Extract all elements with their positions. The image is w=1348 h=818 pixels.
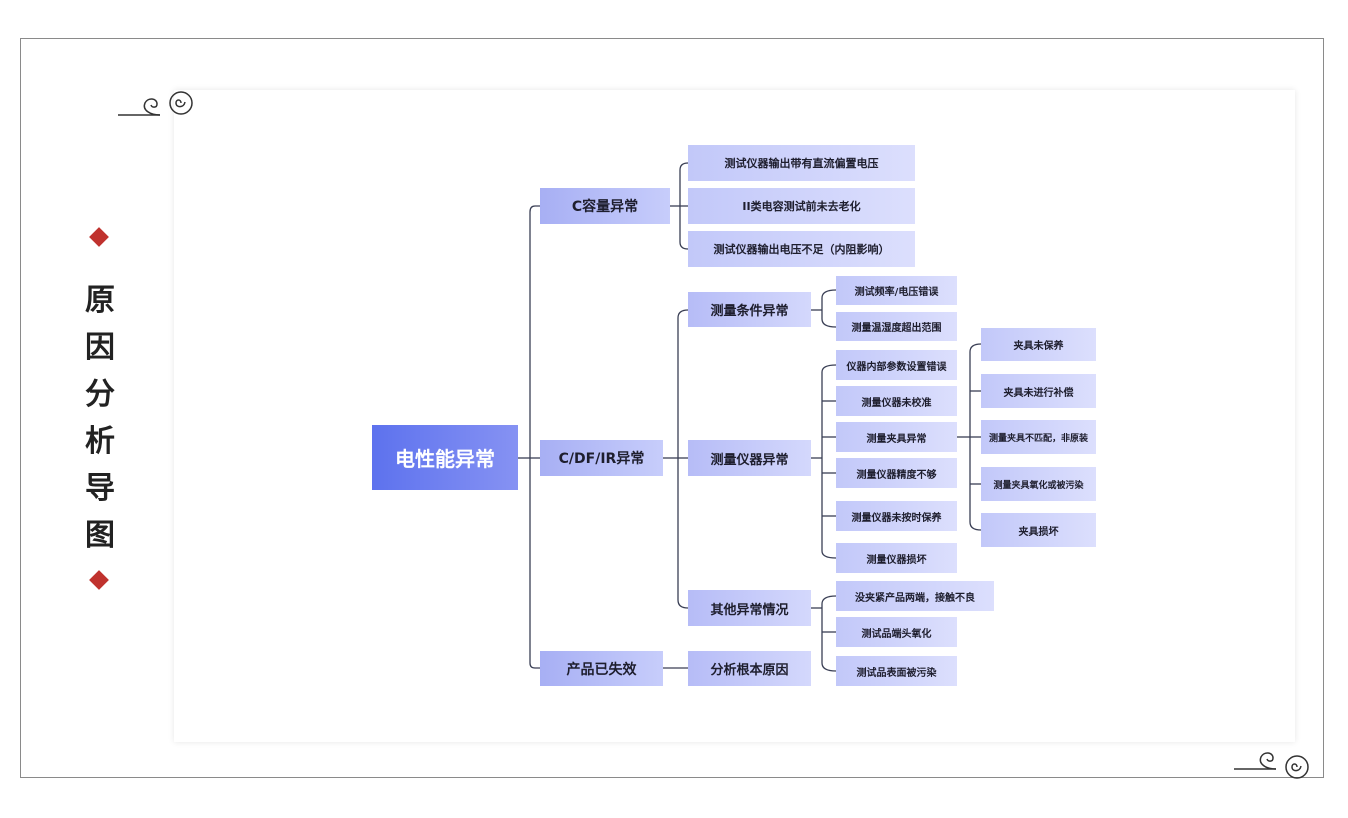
node-instr-fixture: 测量夹具异常 <box>836 422 957 452</box>
side-title-char: 导 <box>85 471 115 506</box>
side-title-char: 分 <box>85 377 115 412</box>
node-c-capacity: C容量异常 <box>540 188 670 224</box>
node-measure-condition: 测量条件异常 <box>688 292 811 327</box>
node-other-terminal-oxidized: 测试品端头氧化 <box>836 617 957 647</box>
node-c-df-ir: C/DF/IR异常 <box>540 440 663 476</box>
node-fixture-unmaintained: 夹具未保养 <box>981 328 1096 361</box>
node-cap-low-voltage: 测试仪器输出电压不足（内阻影响） <box>688 231 915 267</box>
page-frame <box>20 38 1324 778</box>
node-cap-aging: II类电容测试前未去老化 <box>688 188 915 224</box>
node-instr-uncalibrated: 测量仪器未校准 <box>836 386 957 416</box>
root-node: 电性能异常 <box>372 425 518 490</box>
scroll-ornament-bottom-icon <box>1234 752 1309 779</box>
node-fixture-uncompensated: 夹具未进行补偿 <box>981 374 1096 408</box>
node-instr-accuracy: 测量仪器精度不够 <box>836 458 957 488</box>
node-instr-damaged: 测量仪器损坏 <box>836 543 957 573</box>
node-other-issues: 其他异常情况 <box>688 590 811 626</box>
node-instr-param: 仪器内部参数设置错误 <box>836 350 957 380</box>
node-root-cause: 分析根本原因 <box>688 651 811 686</box>
node-instr-maintenance: 测量仪器未按时保养 <box>836 501 957 531</box>
node-fixture-oxidized: 测量夹具氧化或被污染 <box>981 467 1096 501</box>
node-fixture-damaged: 夹具损坏 <box>981 513 1096 547</box>
side-title-char: 析 <box>85 424 115 459</box>
scroll-ornament-top-icon <box>118 91 193 116</box>
side-title-char: 图 <box>85 518 115 553</box>
node-fixture-mismatch: 测量夹具不匹配，非原装 <box>981 420 1096 454</box>
node-other-poor-contact: 没夹紧产品两端，接触不良 <box>836 581 994 611</box>
side-title-char: 原 <box>85 283 115 318</box>
node-measure-instrument: 测量仪器异常 <box>688 440 811 476</box>
node-other-surface-contaminated: 测试品表面被污染 <box>836 656 957 686</box>
side-title-char: 因 <box>85 330 115 365</box>
node-cond-freq-voltage: 测试频率/电压错误 <box>836 276 957 305</box>
node-failed: 产品已失效 <box>540 651 663 686</box>
node-cond-temp-humidity: 测量温湿度超出范围 <box>836 312 957 341</box>
node-cap-dc-bias: 测试仪器输出带有直流偏置电压 <box>688 145 915 181</box>
